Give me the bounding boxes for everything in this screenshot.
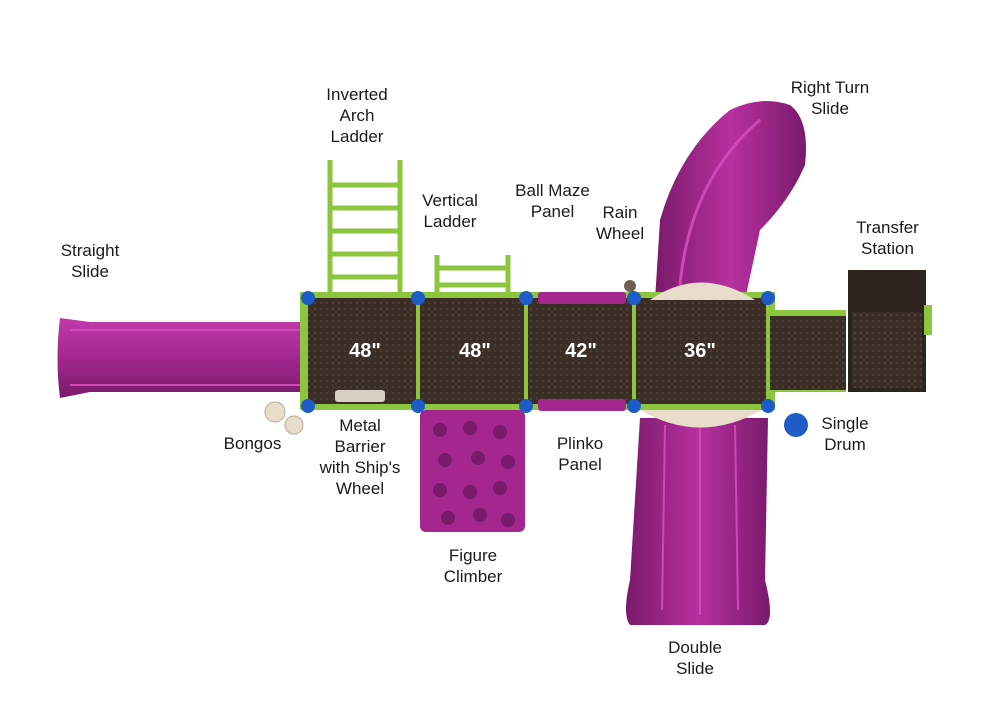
label-plinko-panel: Plinko Panel xyxy=(556,434,604,474)
slide-hood-top xyxy=(650,282,755,300)
label-vertical-ladder: Vertical Ladder xyxy=(422,191,478,231)
straight-slide xyxy=(57,318,305,398)
deck-4 xyxy=(636,298,766,404)
label-right-turn-slide: Right Turn Slide xyxy=(790,78,870,118)
right-turn-slide xyxy=(655,101,806,300)
vertical-ladder xyxy=(434,255,511,298)
deck-3-height: 42" xyxy=(565,340,597,362)
plinko-panel xyxy=(538,399,626,411)
label-single-drum: Single Drum xyxy=(821,414,869,454)
ball-maze-panel xyxy=(538,292,626,304)
label-straight-slide: Straight Slide xyxy=(60,241,120,281)
label-rain-wheel: Rain Wheel xyxy=(595,203,645,243)
ships-wheel-barrier xyxy=(335,390,385,402)
label-bongos: Bongos xyxy=(223,434,282,453)
label-transfer-station: Transfer Station xyxy=(856,218,919,258)
rain-wheel xyxy=(624,280,636,292)
deck-3 xyxy=(528,298,632,404)
label-figure-climber: Figure Climber xyxy=(443,546,503,586)
transfer-station xyxy=(766,270,932,392)
bongos xyxy=(264,401,304,435)
label-inverted-arch-ladder: Inverted Arch Ladder xyxy=(326,85,388,146)
deck-1-height: 48" xyxy=(349,340,381,362)
label-metal-barrier: Metal Barrier with Ship's Wheel xyxy=(319,416,401,498)
deck-2-height: 48" xyxy=(459,340,491,362)
deck-1 xyxy=(308,298,416,404)
double-slide xyxy=(626,418,770,625)
figure-climber xyxy=(420,410,525,532)
deck-2 xyxy=(420,298,524,404)
label-double-slide: Double Slide xyxy=(668,638,722,678)
post-clamps xyxy=(301,291,775,413)
slide-hood-bottom xyxy=(640,410,762,428)
single-drum xyxy=(784,413,808,437)
deck-4-height: 36" xyxy=(684,340,716,362)
label-ball-maze-panel: Ball Maze Panel xyxy=(515,181,590,221)
inverted-arch-ladder xyxy=(327,160,403,298)
